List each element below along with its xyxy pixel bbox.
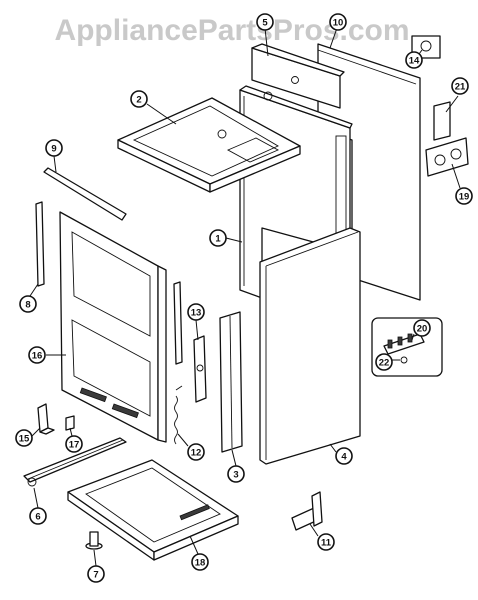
door-spring (174, 385, 183, 445)
callout-11: 11 (317, 533, 335, 551)
label-plate (433, 101, 451, 141)
svg-text:11: 11 (321, 538, 332, 549)
callout-13: 13 (187, 303, 205, 321)
cap-plate (411, 35, 441, 59)
callout-6: 6 (29, 507, 47, 525)
door-liner-frame (59, 211, 167, 443)
svg-text:3: 3 (233, 470, 238, 481)
svg-text:7: 7 (93, 570, 98, 581)
svg-text:20: 20 (417, 324, 428, 335)
svg-text:5: 5 (262, 18, 268, 29)
callout-7: 7 (87, 565, 105, 583)
callout-1: 1 (209, 229, 227, 247)
svg-text:8: 8 (25, 300, 30, 311)
top-trim-strip (43, 167, 127, 221)
hinge-assembly (193, 335, 207, 403)
svg-text:9: 9 (51, 144, 56, 155)
callout-8: 8 (19, 295, 37, 313)
svg-text:16: 16 (32, 351, 43, 362)
left-trim-strip (35, 201, 45, 287)
floor-bracket (291, 491, 323, 531)
svg-text:22: 22 (379, 358, 390, 369)
top-rear-bracket (251, 43, 345, 109)
watermark-text: AppliancePartsPros.com (54, 14, 409, 47)
svg-text:18: 18 (195, 558, 206, 569)
callout-18: 18 (191, 553, 209, 571)
small-clip (65, 415, 75, 431)
svg-text:1: 1 (215, 234, 221, 245)
callout-19: 19 (455, 187, 473, 205)
callout-22: 22 (375, 353, 393, 371)
svg-text:21: 21 (455, 82, 466, 93)
leveling-foot (85, 531, 103, 550)
callout-9: 9 (45, 139, 63, 157)
terminal-block (425, 137, 469, 177)
svg-text:19: 19 (459, 192, 470, 203)
callout-12: 12 (187, 443, 205, 461)
callout-4: 4 (335, 447, 353, 465)
svg-text:15: 15 (19, 434, 30, 445)
svg-text:6: 6 (35, 512, 40, 523)
svg-text:10: 10 (333, 18, 344, 29)
bottom-pan (67, 459, 239, 561)
callout-17: 17 (65, 435, 83, 453)
svg-text:12: 12 (191, 448, 202, 459)
callout-20: 20 (413, 319, 431, 337)
svg-text:14: 14 (409, 56, 420, 67)
vertical-channel (219, 311, 243, 453)
bottom-rail (23, 437, 127, 487)
svg-text:13: 13 (191, 308, 202, 319)
callout-14: 14 (405, 51, 423, 69)
callout-3: 3 (227, 465, 245, 483)
callout-5: 5 (256, 13, 274, 31)
svg-text:17: 17 (69, 440, 80, 451)
top-panel (117, 97, 301, 193)
callout-2: 2 (130, 90, 148, 108)
hinge-bar (173, 281, 183, 365)
svg-text:2: 2 (136, 95, 141, 106)
callout-15: 15 (15, 429, 33, 447)
callout-10: 10 (329, 13, 347, 31)
callout-16: 16 (28, 346, 46, 364)
leader-lines (29, 27, 461, 567)
svg-text:4: 4 (341, 452, 347, 463)
front-side-panel (259, 227, 361, 465)
callout-21: 21 (451, 77, 469, 95)
small-bracket (37, 403, 55, 435)
